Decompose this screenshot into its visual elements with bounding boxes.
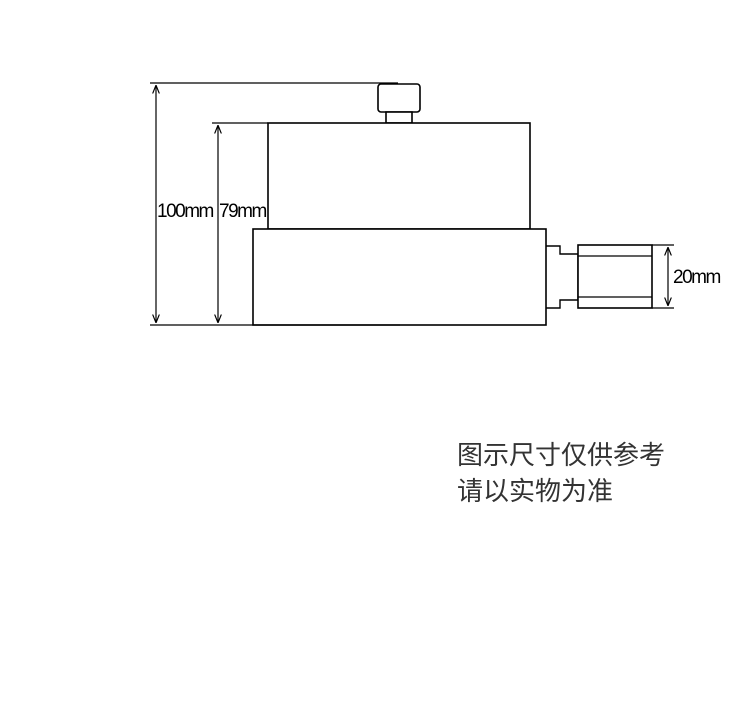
knob-neck (385, 111, 413, 124)
dimension-label-body: 79mm (219, 201, 266, 222)
disclaimer-line-2: 请以实物为准 (457, 477, 614, 507)
dimension-label-connector: 20mm (673, 267, 720, 288)
upper-body (267, 122, 531, 230)
extension-lines (150, 82, 674, 326)
lower-body (252, 228, 547, 326)
disclaimer-note: 图示尺寸仅供参考 请以实物为准 (457, 438, 665, 510)
side-connector (546, 244, 653, 309)
disclaimer-line-1: 图示尺寸仅供参考 (457, 441, 666, 471)
dimension-label-total: 100mm (157, 201, 214, 222)
top-knob (377, 83, 421, 113)
